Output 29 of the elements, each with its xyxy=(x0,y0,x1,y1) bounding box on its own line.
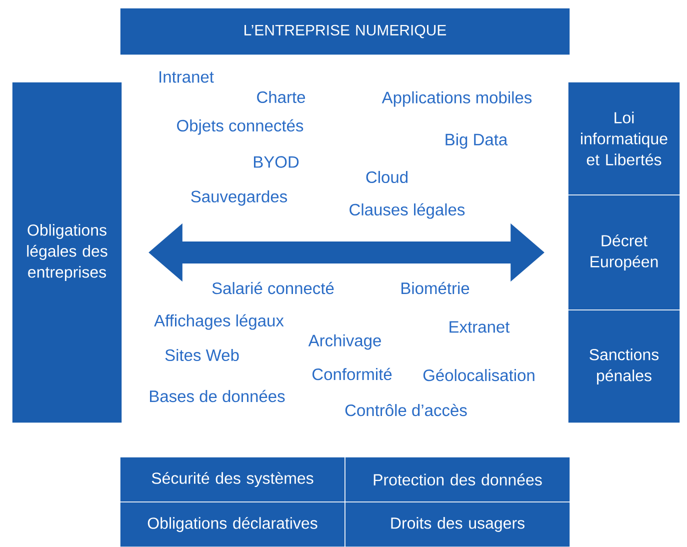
keyword: Extranet xyxy=(450,321,510,333)
keyword: Archivage xyxy=(308,334,381,350)
keyword: Contrôle d’accès xyxy=(345,404,467,416)
keyword: Cloud xyxy=(366,170,408,184)
keyword: Sites Web xyxy=(165,348,239,362)
keyword: Géolocalisation xyxy=(423,368,534,382)
keyword: Big Data xyxy=(446,133,508,149)
side-box: Décret Européen xyxy=(568,194,680,310)
keyword: Charte xyxy=(257,90,306,104)
side-box: Sanctions pénales xyxy=(568,310,680,424)
cell-box: Protection des données xyxy=(344,456,570,502)
keyword: Biométrie xyxy=(402,282,470,294)
side-box: Obligations légales des entreprises xyxy=(12,82,122,424)
cell-box: Obligations déclaratives xyxy=(120,502,346,547)
keyword: Salarié connecté xyxy=(212,282,334,294)
title-box: L’ENTREPRISE NUMERIQUE xyxy=(120,8,570,56)
keyword: Conformité xyxy=(312,368,392,380)
node-label: Obligations déclaratives xyxy=(148,516,318,532)
keyword: Applications mobiles xyxy=(382,91,532,107)
keyword: BYOD xyxy=(254,156,299,168)
keyword: Clauses légales xyxy=(350,203,465,219)
cell-box: Droits des usagers xyxy=(344,502,570,547)
keyword: Sauvegardes xyxy=(191,190,287,206)
keyword: Objets connectés xyxy=(177,119,304,135)
keyword: Bases de données xyxy=(150,390,285,402)
keyword: Affichages légaux xyxy=(154,314,284,330)
side-box: Loi informatique et Libertés xyxy=(568,82,680,196)
cell-box: Sécurité des systèmes xyxy=(120,456,346,502)
keyword: Intranet xyxy=(160,71,214,83)
